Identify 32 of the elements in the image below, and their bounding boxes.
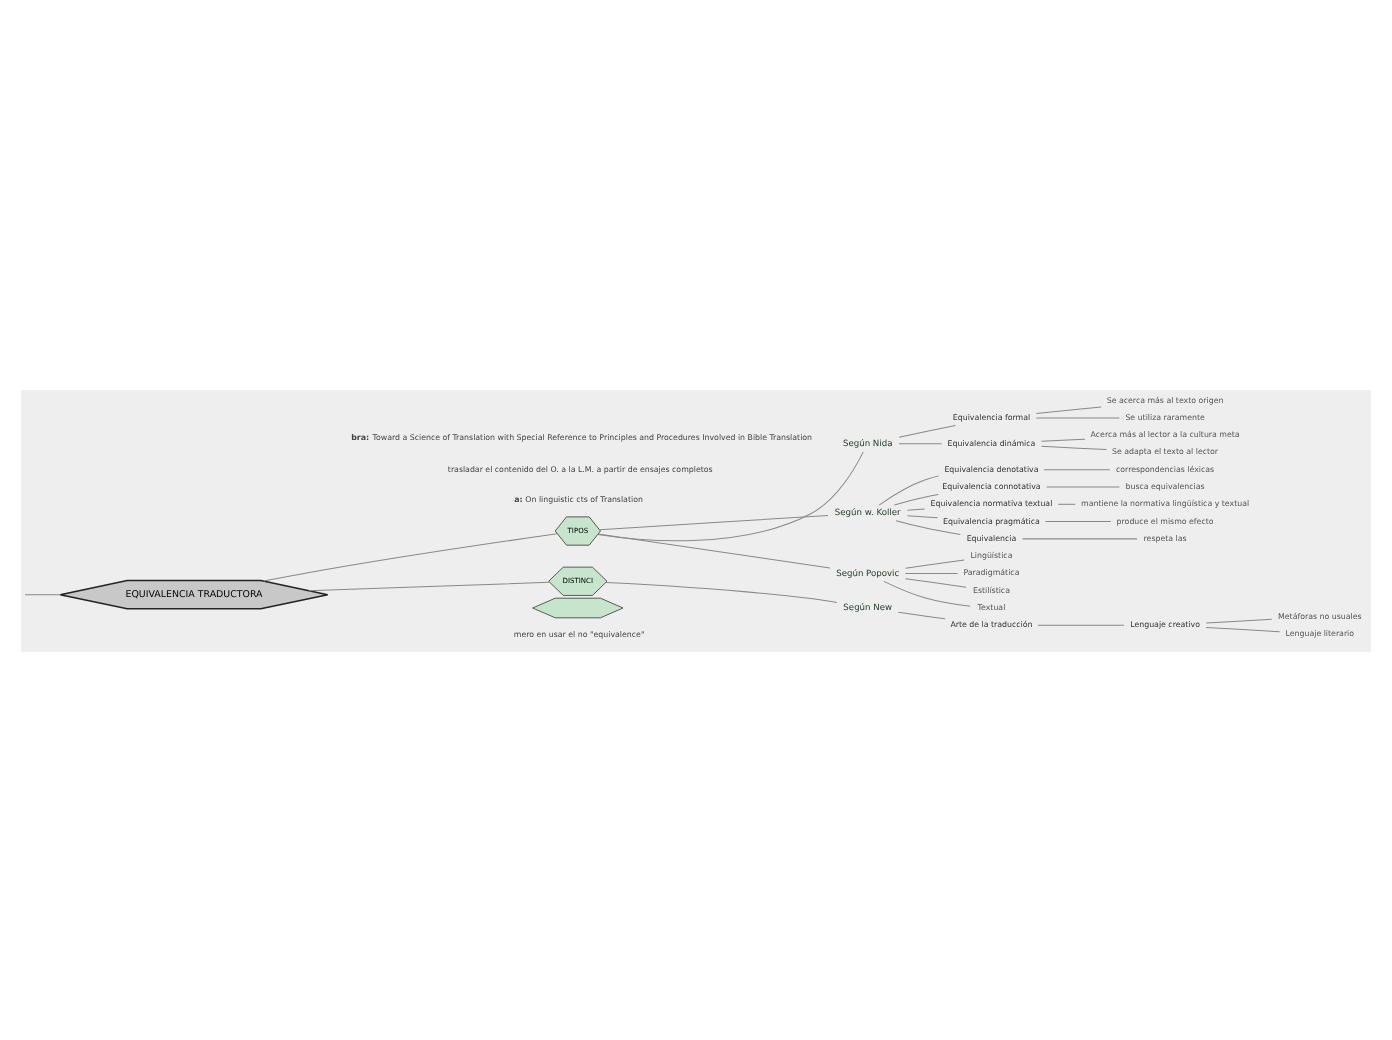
- connector: [308, 580, 550, 591]
- connector: [905, 571, 959, 573]
- connector: [893, 493, 939, 505]
- connector: [897, 610, 946, 619]
- connector: [1205, 617, 1273, 623]
- connector: [907, 507, 926, 510]
- connector: [878, 474, 940, 505]
- connector: [597, 532, 831, 568]
- connector: [1035, 405, 1102, 413]
- connector: [1046, 485, 1120, 487]
- connector: [1043, 468, 1111, 470]
- connector: [605, 581, 838, 602]
- connector: [1022, 537, 1138, 539]
- connector: [1041, 444, 1107, 450]
- connector: [1035, 416, 1120, 418]
- connector: [907, 514, 939, 518]
- node-hexagon: [532, 596, 624, 618]
- connector: [883, 579, 971, 606]
- connector: [597, 450, 864, 541]
- connector: [24, 593, 61, 595]
- connector: [898, 423, 956, 437]
- connector: [905, 558, 965, 568]
- connector: [895, 519, 961, 534]
- connector: [1205, 626, 1281, 632]
- connector: [1045, 520, 1112, 522]
- connector: [905, 577, 967, 587]
- connector: [1037, 623, 1125, 625]
- connector: [599, 513, 829, 530]
- connector: [1041, 437, 1086, 441]
- connector: [263, 532, 558, 581]
- connector: [898, 442, 943, 444]
- connector: [1057, 502, 1076, 504]
